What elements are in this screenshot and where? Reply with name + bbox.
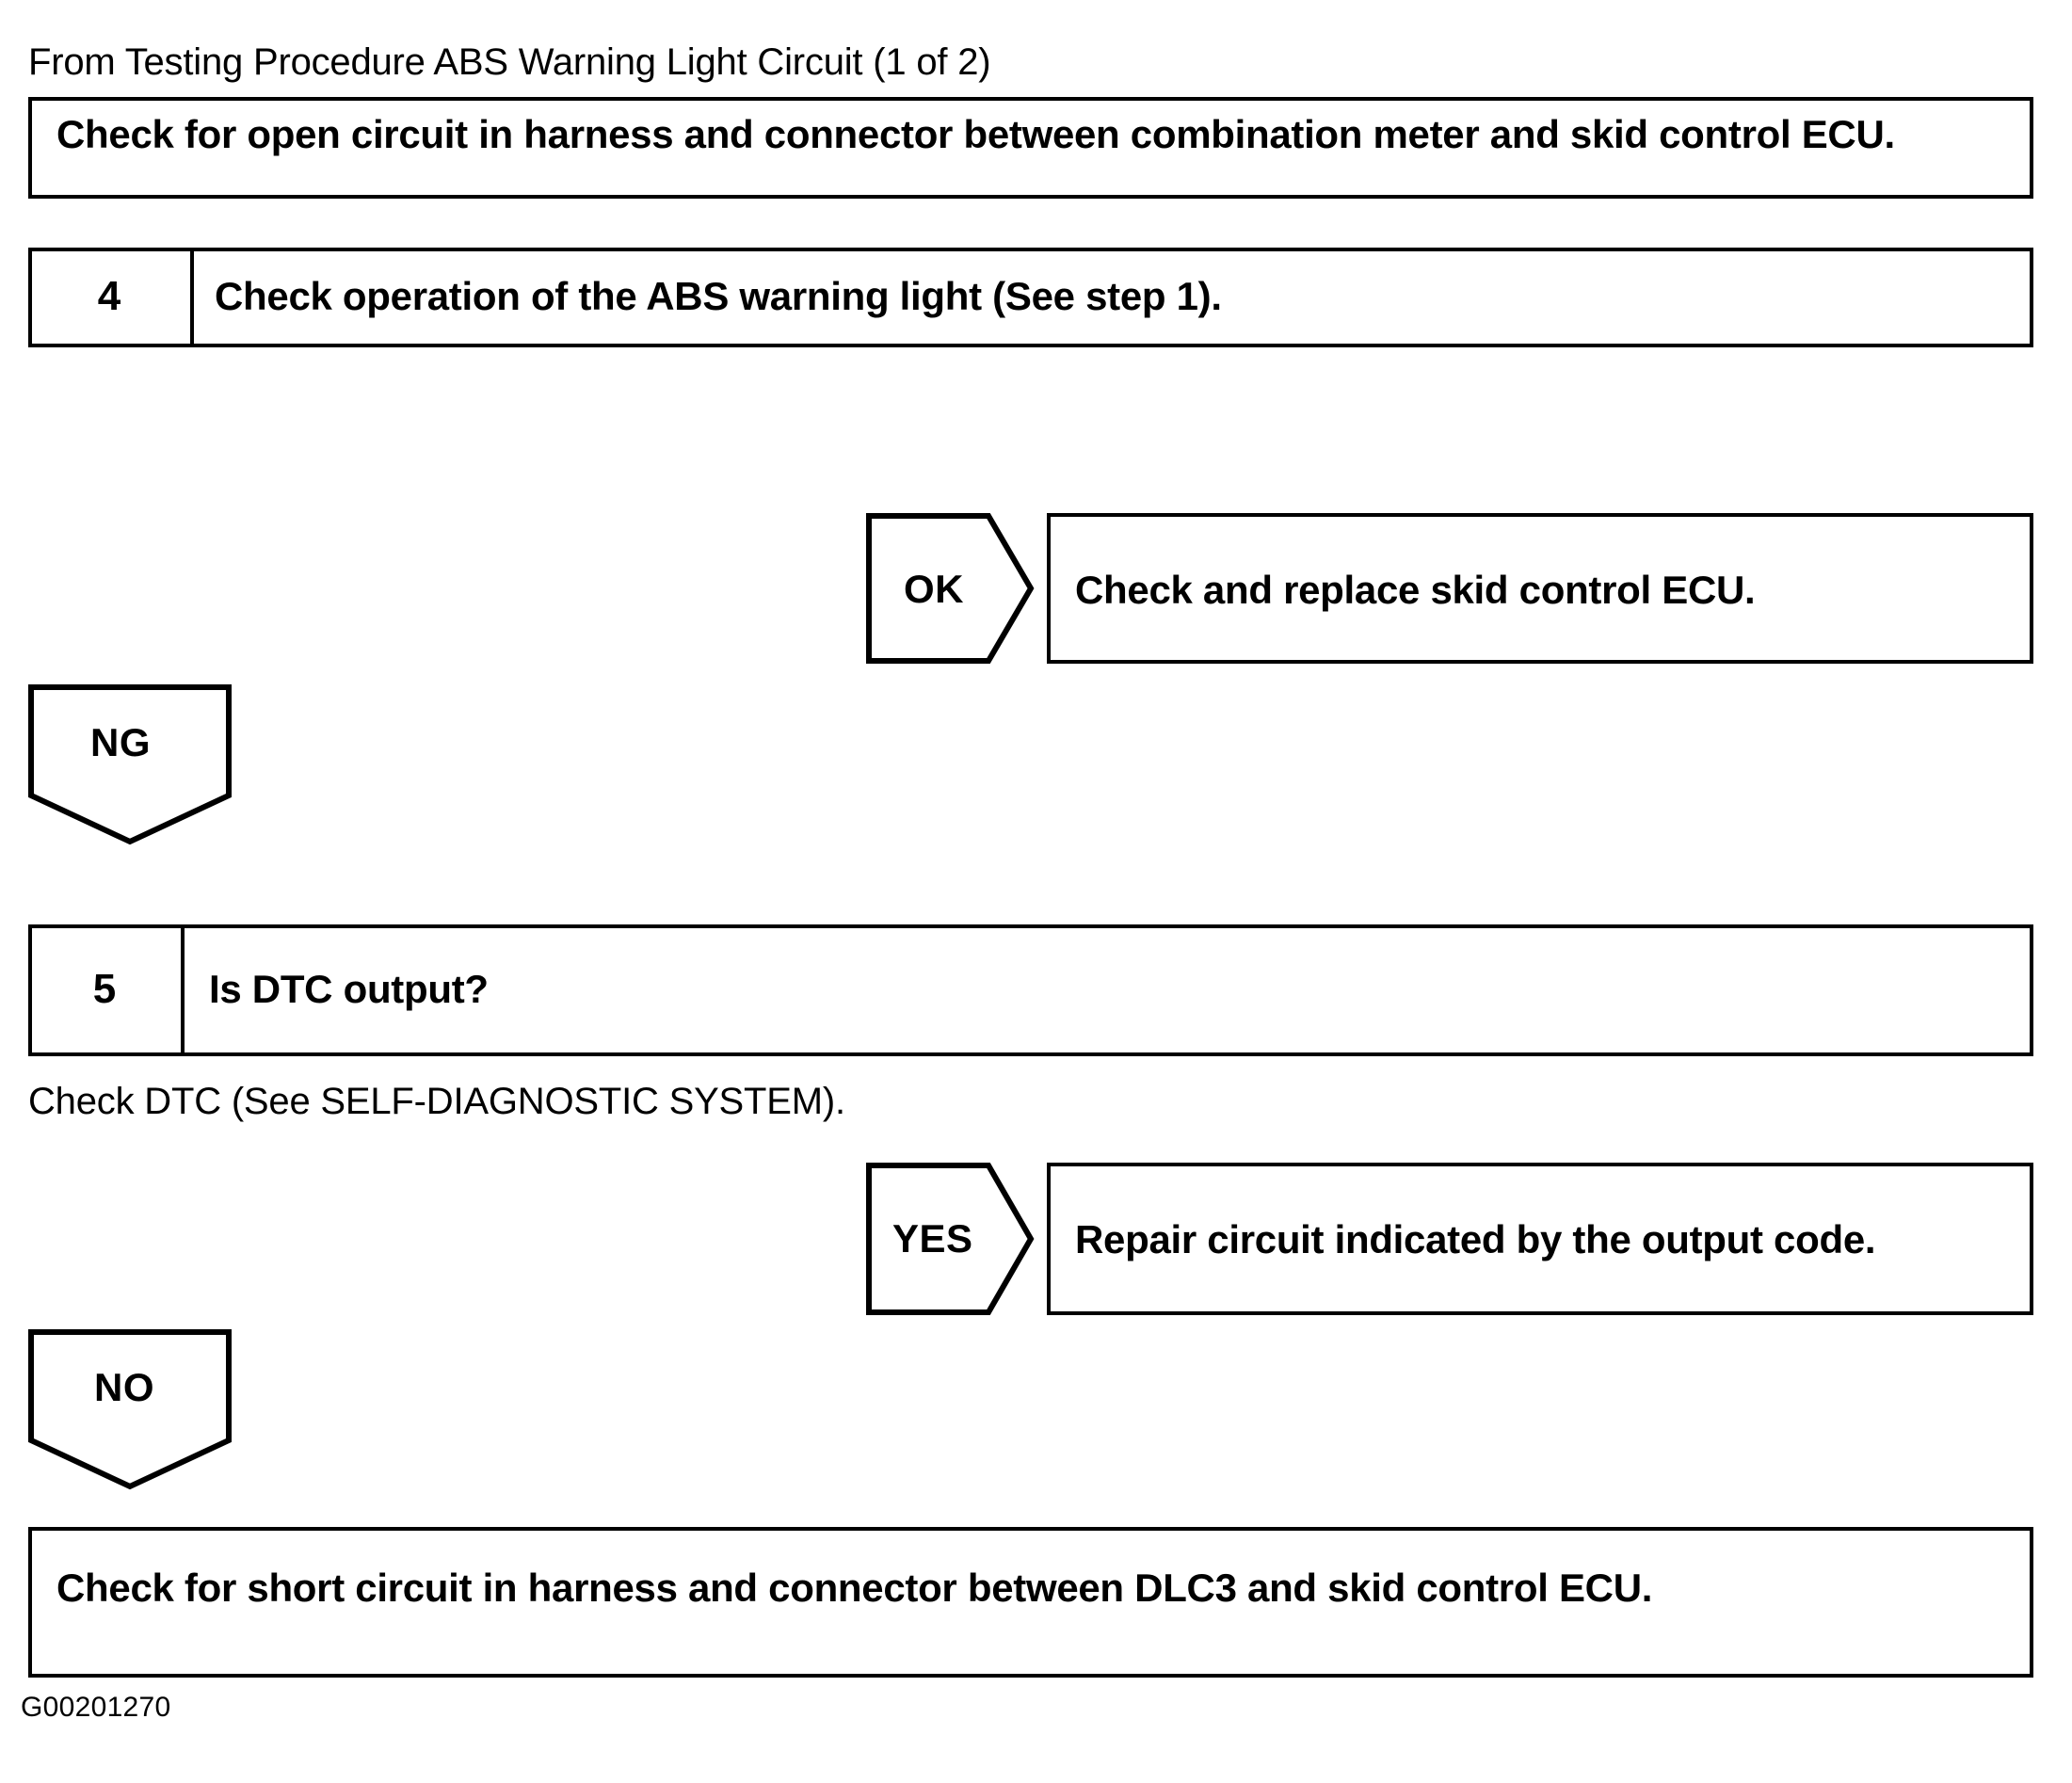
step-4-number: 4 <box>97 273 121 319</box>
step-4-divider <box>190 248 194 347</box>
step-5-number: 5 <box>92 966 117 1012</box>
no-branch-label: NO <box>94 1365 154 1409</box>
ng-branch-label: NG <box>90 720 151 764</box>
yes-branch-label: YES <box>892 1216 973 1261</box>
step-5-divider <box>181 924 185 1056</box>
ok-result-box <box>1047 513 2033 664</box>
step-5-text: Is DTC output? <box>209 967 489 1011</box>
step-4-text: Check operation of the ABS warning light… <box>215 274 1222 318</box>
action-box-bottom-text: Check for short circuit in harness and c… <box>56 1566 1653 1610</box>
action-box-top-text: Check for open circuit in harness and co… <box>56 112 1895 156</box>
yes-result-text: Repair circuit indicated by the output c… <box>1075 1217 1876 1261</box>
step-4-box <box>28 248 2033 347</box>
ok-result-text: Check and replace skid control ECU. <box>1075 568 1756 612</box>
ok-branch-label: OK <box>904 567 964 611</box>
yes-result-box <box>1047 1163 2033 1315</box>
ok-branch-pentagon <box>866 513 1035 664</box>
source-procedure-caption: From Testing Procedure ABS Warning Light… <box>28 41 991 83</box>
figure-code: G00201270 <box>21 1692 171 1723</box>
yes-branch-pentagon <box>866 1163 1035 1315</box>
action-box-bottom <box>28 1527 2033 1678</box>
action-box-top <box>28 97 2033 199</box>
step-5-note: Check DTC (See SELF-DIAGNOSTIC SYSTEM). <box>28 1081 845 1122</box>
no-branch-pentagon <box>28 1329 232 1490</box>
step-5-box <box>28 924 2033 1056</box>
ng-branch-pentagon <box>28 684 232 845</box>
